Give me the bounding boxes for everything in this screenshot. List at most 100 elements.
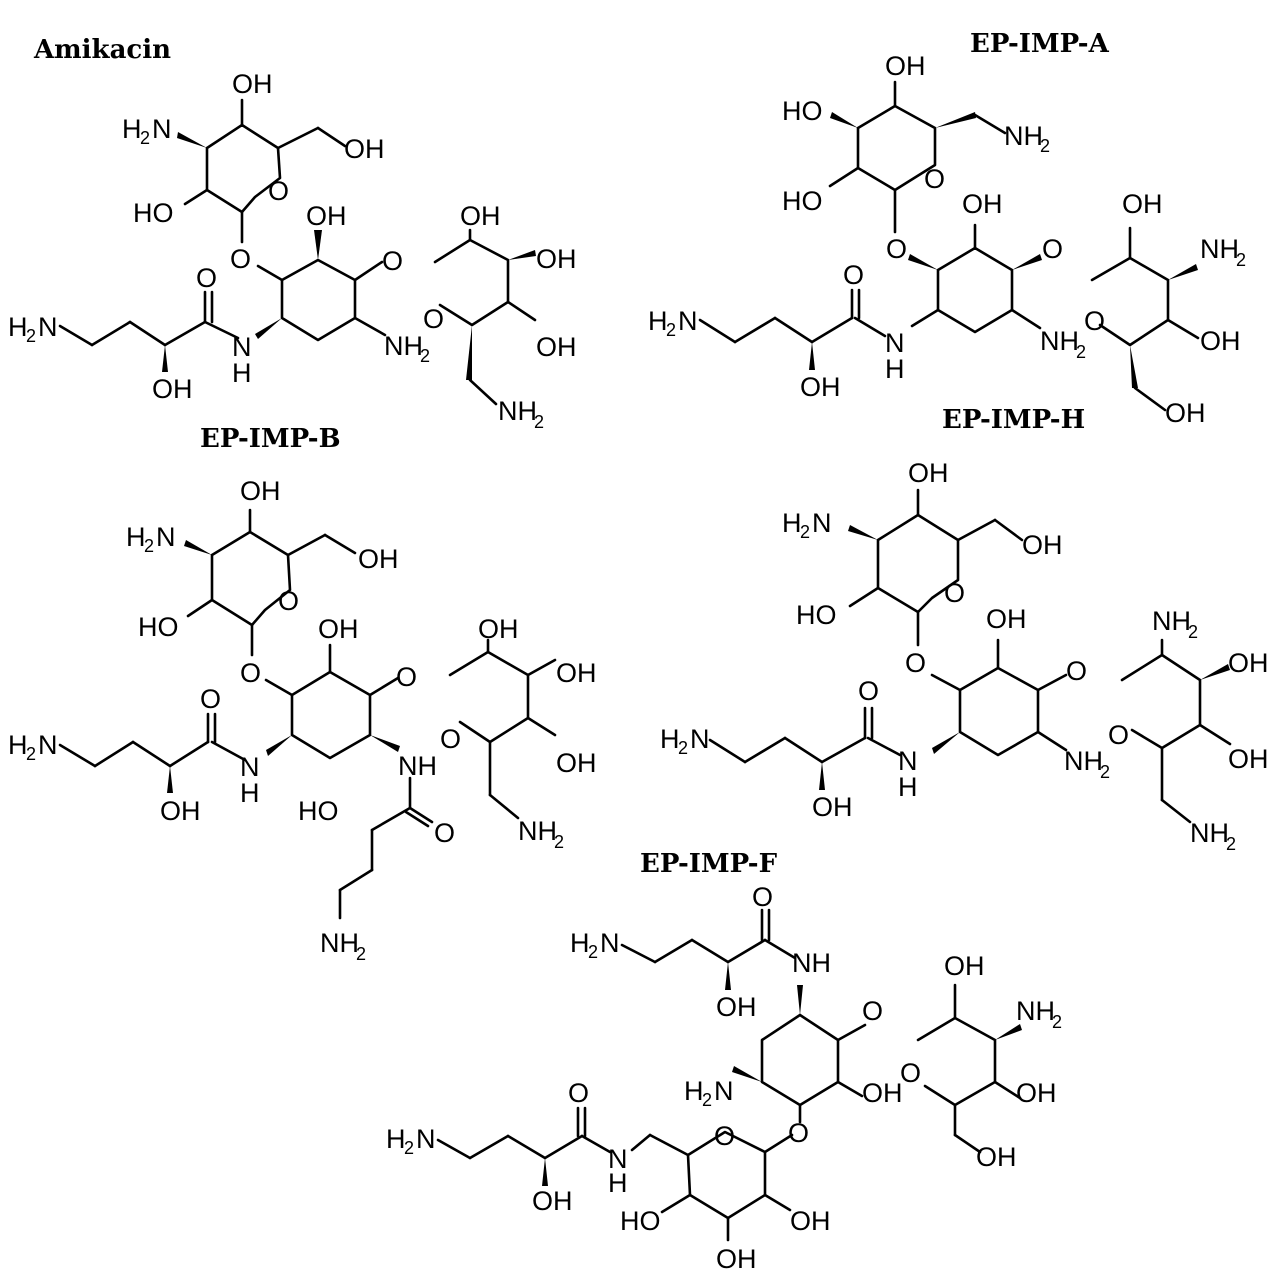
amikacin-h2n-1: H bbox=[122, 114, 142, 144]
svg-text:O: O bbox=[568, 1078, 589, 1108]
svg-text:N: N bbox=[608, 1144, 628, 1174]
svg-text:NH: NH bbox=[792, 948, 831, 978]
amikacin-top-sugar-ring bbox=[177, 98, 347, 244]
svg-text:OH: OH bbox=[556, 658, 597, 688]
svg-text:N: N bbox=[38, 312, 58, 342]
svg-text:2: 2 bbox=[702, 1090, 712, 1110]
svg-text:OH: OH bbox=[1122, 189, 1163, 219]
amikacin-side-chain bbox=[58, 290, 240, 372]
svg-text:2: 2 bbox=[356, 944, 366, 964]
svg-text:N: N bbox=[690, 724, 710, 754]
svg-text:NH: NH bbox=[518, 816, 557, 846]
ep-imp-b-structure: EP-IMP-B OH H 2 N OH O HO O OH O NH bbox=[8, 424, 597, 964]
ep-imp-b-side-chain bbox=[58, 712, 247, 793]
svg-text:O: O bbox=[1066, 656, 1087, 686]
ep-imp-a-side-chain bbox=[698, 288, 887, 370]
svg-text:O: O bbox=[382, 246, 403, 276]
svg-text:OH: OH bbox=[1165, 398, 1206, 428]
amikacin-central-ring bbox=[255, 230, 387, 342]
ep-imp-a-top-ring bbox=[828, 80, 1007, 234]
svg-text:2: 2 bbox=[140, 128, 150, 148]
svg-text:O: O bbox=[900, 1058, 921, 1088]
svg-text:O: O bbox=[196, 263, 217, 293]
ep-imp-h-side-chain bbox=[708, 706, 902, 790]
svg-text:H: H bbox=[8, 312, 28, 342]
svg-text:O: O bbox=[240, 658, 261, 688]
ep-imp-h-structure: EP-IMP-H OH H 2 N OH O HO O OH O NH 2 bbox=[660, 405, 1269, 854]
svg-text:OH: OH bbox=[800, 372, 841, 402]
svg-text:OH: OH bbox=[556, 748, 597, 778]
svg-text:OH: OH bbox=[1228, 744, 1269, 774]
amikacin-oh-1: OH bbox=[232, 69, 273, 99]
svg-text:O: O bbox=[423, 304, 444, 334]
ep-imp-f-bottom-ring bbox=[648, 1130, 794, 1242]
ep-imp-b-central-ring bbox=[264, 643, 400, 760]
svg-text:OH: OH bbox=[358, 544, 399, 574]
svg-text:NH: NH bbox=[1200, 234, 1239, 264]
svg-text:HO: HO bbox=[796, 600, 837, 630]
ep-imp-f-title: EP-IMP-F bbox=[640, 849, 778, 879]
svg-text:O: O bbox=[886, 234, 907, 264]
svg-text:2: 2 bbox=[26, 326, 36, 346]
svg-text:2: 2 bbox=[1100, 762, 1110, 782]
svg-text:OH: OH bbox=[160, 796, 201, 826]
amikacin-title: Amikacin bbox=[33, 35, 171, 65]
amikacin-right-sugar-ring bbox=[433, 228, 537, 406]
amikacin-structure: Amikacin OH H 2 N OH O HO O OH O bbox=[8, 35, 577, 432]
svg-text:OH: OH bbox=[885, 51, 926, 81]
svg-text:OH: OH bbox=[1016, 1078, 1057, 1108]
svg-text:OH: OH bbox=[318, 614, 359, 644]
svg-text:NH: NH bbox=[384, 331, 423, 361]
svg-text:H: H bbox=[240, 778, 260, 808]
svg-text:2: 2 bbox=[26, 744, 36, 764]
svg-text:OH: OH bbox=[536, 244, 577, 274]
svg-text:HO: HO bbox=[620, 1206, 661, 1236]
amikacin-ho-1: HO bbox=[133, 198, 174, 228]
svg-text:O: O bbox=[788, 1118, 809, 1148]
svg-text:O: O bbox=[905, 648, 926, 678]
amikacin-ring-o-1: O bbox=[268, 176, 289, 206]
svg-text:O: O bbox=[396, 662, 417, 692]
svg-text:O: O bbox=[924, 164, 945, 194]
ep-imp-f-structure: EP-IMP-F H 2 N O NH OH O H 2 N OH bbox=[386, 849, 1062, 1274]
svg-text:2: 2 bbox=[144, 536, 154, 556]
svg-text:OH: OH bbox=[962, 189, 1003, 219]
svg-text:2: 2 bbox=[1076, 342, 1086, 362]
svg-text:O: O bbox=[200, 684, 221, 714]
svg-text:NH: NH bbox=[320, 928, 359, 958]
svg-text:NH: NH bbox=[1040, 326, 1079, 356]
ep-imp-h-central-ring bbox=[930, 638, 1068, 757]
svg-text:O: O bbox=[858, 676, 879, 706]
svg-text:N: N bbox=[416, 1124, 436, 1154]
svg-text:2: 2 bbox=[420, 346, 430, 366]
svg-text:2: 2 bbox=[534, 412, 544, 432]
svg-text:O: O bbox=[714, 1121, 735, 1151]
svg-text:OH: OH bbox=[1200, 326, 1241, 356]
svg-text:H: H bbox=[648, 306, 668, 336]
svg-text:O: O bbox=[440, 724, 461, 754]
svg-text:2: 2 bbox=[404, 1138, 414, 1158]
svg-text:OH: OH bbox=[1022, 530, 1063, 560]
svg-text:OH: OH bbox=[306, 201, 347, 231]
svg-text:N: N bbox=[600, 928, 620, 958]
svg-text:N: N bbox=[898, 746, 918, 776]
svg-text:2: 2 bbox=[588, 942, 598, 962]
svg-text:N: N bbox=[885, 328, 905, 358]
svg-text:O: O bbox=[752, 882, 773, 912]
ep-imp-h-top-ring bbox=[848, 488, 1024, 647]
ep-imp-f-central-ring bbox=[732, 985, 867, 1124]
svg-text:N: N bbox=[152, 114, 172, 144]
svg-text:2: 2 bbox=[1226, 834, 1236, 854]
svg-text:N: N bbox=[232, 332, 252, 362]
ep-imp-b-right-ring bbox=[448, 638, 557, 820]
svg-text:OH: OH bbox=[532, 1186, 573, 1216]
svg-text:H: H bbox=[660, 724, 680, 754]
svg-text:OH: OH bbox=[536, 332, 577, 362]
svg-text:NH: NH bbox=[1064, 746, 1103, 776]
ep-imp-a-structure: EP-IMP-A OH HO NH 2 HO O O OH O NH 2 bbox=[648, 29, 1246, 428]
ep-imp-b-lower-chain bbox=[338, 776, 434, 920]
svg-text:OH: OH bbox=[240, 476, 281, 506]
svg-text:N: N bbox=[678, 306, 698, 336]
ep-imp-f-top-chain bbox=[620, 908, 797, 990]
